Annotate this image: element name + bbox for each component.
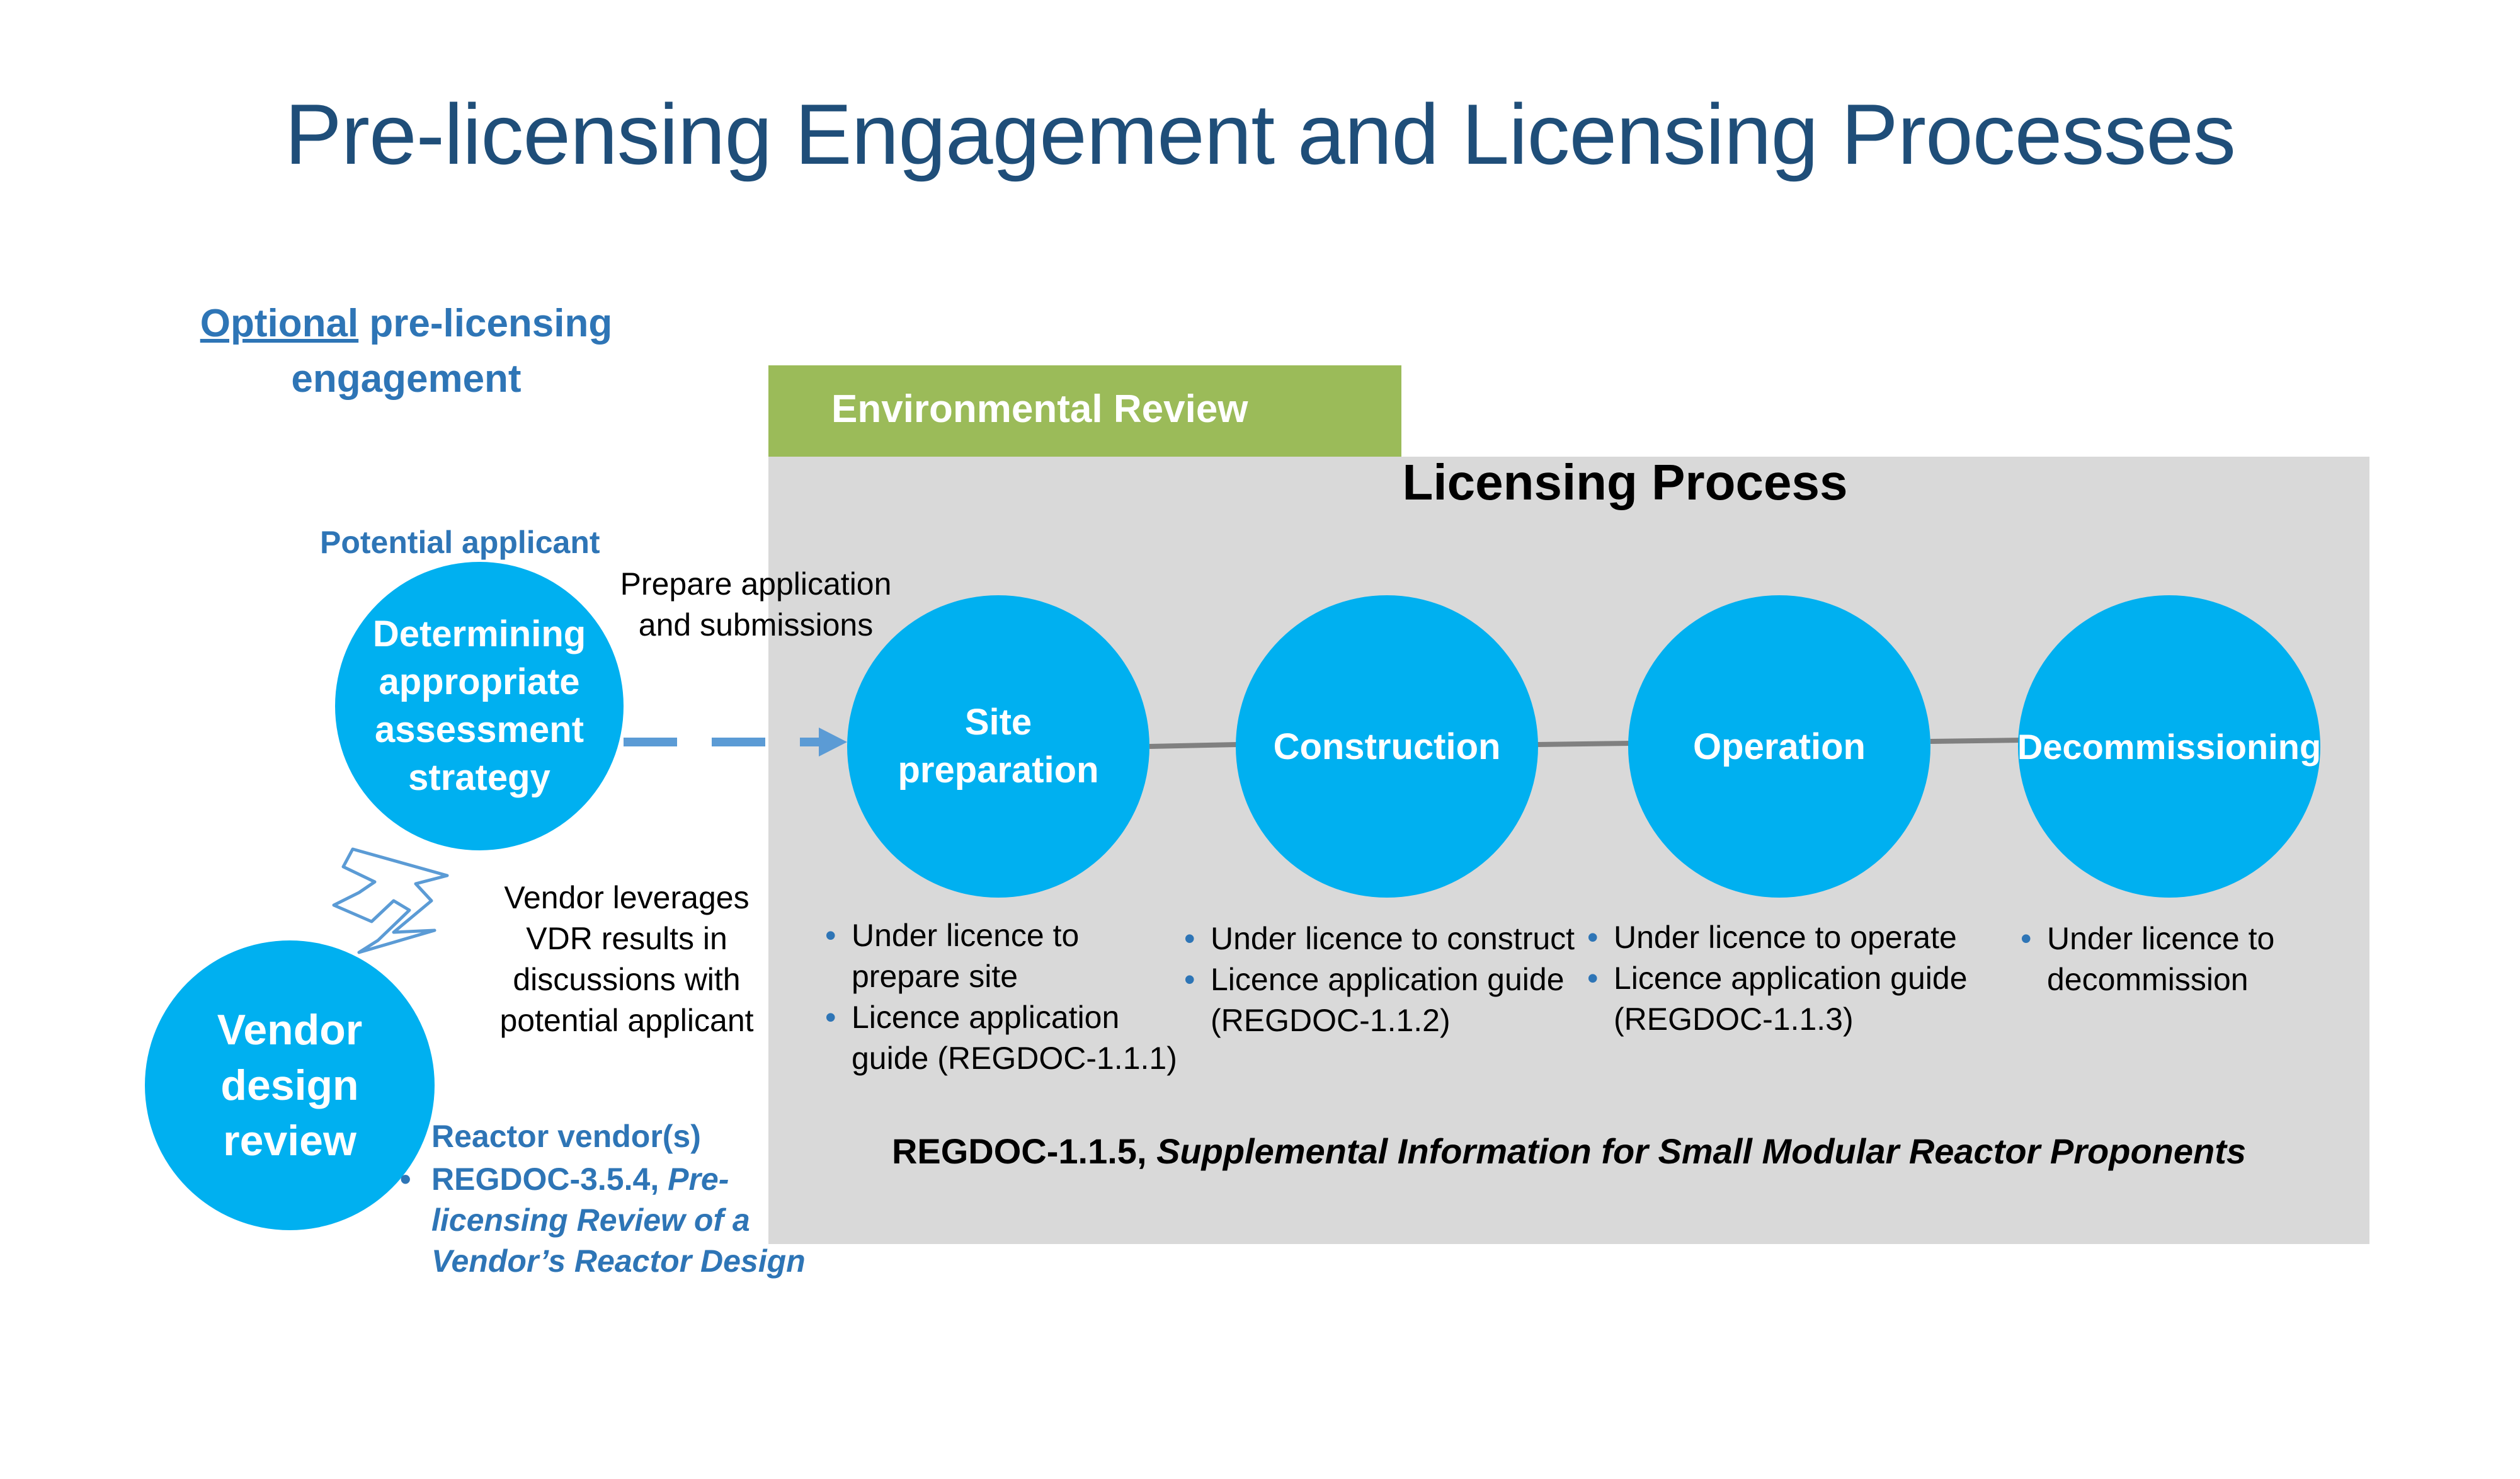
vendor-note-line-2: VDR results in: [526, 921, 727, 956]
stage-circle-site-preparation: Site preparation: [847, 595, 1149, 898]
vendor-note-line-4: potential applicant: [499, 1003, 754, 1038]
stage-circle-decommissioning: Decommissioning: [2017, 595, 2322, 898]
list-item: Licence application guide (REGDOC-1.1.3): [1587, 958, 1990, 1040]
prepare-application-note: Prepare application and submissions: [611, 564, 901, 646]
regdoc-115-title: Supplemental Information for Small Modul…: [1156, 1131, 2247, 1171]
regdoc-354-code: REGDOC-3.5.4,: [431, 1162, 668, 1197]
vendor-leverages-note: Vendor leverages VDR results in discussi…: [485, 877, 768, 1041]
stage-circle-operation: Operation: [1628, 595, 1930, 898]
list-item: Under licence to decommission: [2021, 918, 2348, 1000]
list-item: Licence application guide (REGDOC-1.1.2): [1184, 959, 1587, 1041]
bullet-line: Under licence to construct: [1211, 921, 1575, 956]
bullet-line: decommission: [2047, 962, 2249, 997]
construction-bullets: Under licence to construct Licence appli…: [1184, 918, 1587, 1041]
bullet-line: prepare site: [852, 959, 1018, 994]
vendor-note-line-3: discussions with: [513, 962, 741, 997]
regdoc-354-title-1: Pre-: [668, 1162, 729, 1197]
dashed-arrow-head: [819, 728, 847, 757]
prepare-line-1: Prepare application: [620, 566, 892, 602]
bullet-line: Licence application guide: [1211, 962, 1565, 997]
bullet-line: (REGDOC-1.1.2): [1211, 1003, 1451, 1038]
connector-site-construction: [1149, 742, 1238, 749]
bullet-line: Under licence to operate: [1614, 920, 1957, 955]
regdoc-354-bullet: • REGDOC-3.5.4, Pre- licensing Review of…: [400, 1162, 806, 1279]
connector-operation-decommissioning: [1930, 738, 2024, 744]
bullet-line: guide (REGDOC-1.1.1): [852, 1041, 1177, 1076]
decommissioning-label: Decommissioning: [2017, 726, 2322, 767]
optional-heading-rest: pre-licensing engagement: [291, 302, 613, 401]
determining-line-3: assessment: [374, 709, 584, 750]
stage-circle-construction: Construction: [1236, 595, 1538, 898]
potential-applicant-label: Potential applicant: [320, 525, 600, 560]
determining-strategy-circle: Determining appropriate assessment strat…: [335, 562, 624, 850]
connector-construction-operation: [1536, 741, 1632, 747]
site-preparation-bullets: Under licence to prepare site Licence ap…: [825, 915, 1178, 1079]
list-item: Licence application guide (REGDOC-1.1.1): [825, 997, 1178, 1079]
determining-line-2: appropriate: [379, 661, 580, 702]
regdoc-115-reference: REGDOC-1.1.5, Supplemental Information f…: [768, 1131, 2369, 1172]
site-prep-line-1: Site: [964, 702, 1032, 743]
determining-line-1: Determining: [372, 614, 586, 654]
bullet-line: Licence application guide: [1614, 961, 1968, 996]
environmental-review-label: Environmental Review: [831, 387, 1248, 431]
bullet-line: Licence application: [852, 1000, 1120, 1035]
regdoc-354-title-2: licensing Review of a: [431, 1202, 750, 1238]
page-title: Pre-licensing Engagement and Licensing P…: [285, 86, 2236, 182]
double-arrow-icon: [332, 847, 449, 954]
construction-label: Construction: [1273, 726, 1501, 767]
operation-label: Operation: [1693, 726, 1866, 767]
prepare-line-2: and submissions: [638, 607, 874, 642]
list-item: Under licence to operate: [1587, 917, 1990, 958]
vendor-note-line-1: Vendor leverages: [504, 880, 750, 915]
determining-line-4: strategy: [408, 757, 550, 798]
licensing-process-title: Licensing Process: [1402, 454, 1848, 510]
reactor-vendors-label: Reactor vendor(s): [431, 1119, 701, 1154]
vendor-circle-line-2: design: [220, 1061, 359, 1109]
regdoc-354-title-3: Vendor’s Reactor Design: [431, 1243, 806, 1279]
vendor-circle-line-1: Vendor: [217, 1006, 363, 1054]
bullet-line: Under licence to: [2047, 921, 2275, 956]
optional-word: Optional: [200, 302, 359, 345]
site-prep-line-2: preparation: [898, 750, 1099, 791]
environmental-review-bar: Environmental Review: [768, 365, 1401, 457]
list-item: Under licence to construct: [1184, 918, 1587, 959]
bullet-line: Under licence to: [852, 918, 1080, 953]
optional-prelicensing-heading: Optional pre-licensing engagement: [145, 296, 668, 407]
bullet-line: (REGDOC-1.1.3): [1614, 1002, 1854, 1037]
decommissioning-bullets: Under licence to decommission: [2021, 918, 2348, 1000]
vendor-circle-line-3: review: [223, 1117, 356, 1165]
list-item: Under licence to prepare site: [825, 915, 1178, 997]
vendor-design-review-circle: Vendor design review: [145, 940, 435, 1230]
operation-bullets: Under licence to operate Licence applica…: [1587, 917, 1990, 1040]
regdoc-115-code: REGDOC-1.1.5,: [891, 1131, 1157, 1171]
